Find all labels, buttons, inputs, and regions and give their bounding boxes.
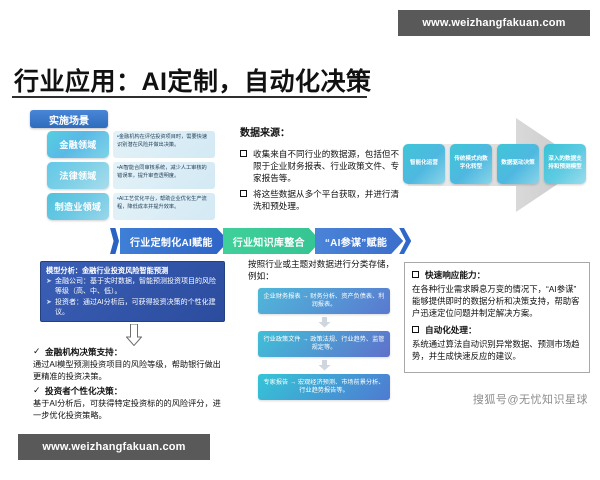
domain-desc-manufacturing-text: AI工艺优化平台，帮助企业优化生产流程，降低成本并提升效率。 bbox=[117, 196, 207, 210]
page-title: 行业应用：AI定制，自动化决策 bbox=[14, 68, 372, 96]
capability-head: 快速响应能力： bbox=[412, 269, 582, 281]
chevron-step-3: “AI参谋”赋能 bbox=[315, 228, 403, 254]
datasource-title: 数据来源： bbox=[240, 128, 290, 139]
capability-text: 在各种行业需求瞬息万变的情况下，“AI参谋”能够提供即时的数据分析和决策支持，帮… bbox=[412, 284, 580, 319]
transform-box-2-label: 传统模式向数字化转型 bbox=[454, 156, 488, 170]
transform-box-1: 智能化运营 bbox=[403, 144, 445, 184]
capability-text: 系统通过算法自动识别异常数据、预测市场趋势，并生成快速反应的建议。 bbox=[412, 338, 580, 361]
datasource-item: 将这些数据从多个平台获取，并进行清洗和预处理。 bbox=[240, 188, 400, 212]
checklist-item-body: 基于AI分析后，可获得特定投资标的的风险评分，进一步优化投资策略。 bbox=[33, 399, 221, 420]
classification-box-2-label: 行业政策文件 → 政策法规、行业趋势、监管规定等。 bbox=[263, 335, 385, 352]
model-analysis-item-text: 金融公司：基于实时数据，智能预测投资项目的风险等级（高、中、低）。 bbox=[55, 278, 216, 296]
checklist-item-head: ✓ 投资者个性化决策： bbox=[33, 385, 229, 397]
transformation-arrow-zone: 智能化运营 传统模式向数字化转型 数据驱动决策 深入的数据支持和预测模型 bbox=[398, 116, 594, 214]
domain-chip-finance: 金融领域 bbox=[47, 131, 109, 158]
watermark-top: www.weizhangfakuan.com bbox=[398, 10, 590, 36]
domain-row-manufacturing: 制造业领域 •AI工艺优化平台，帮助企业优化生产流程，降低成本并提升效率。 bbox=[47, 193, 215, 220]
domain-desc-legal: •AI智能合同审核系统，减少人工审核的错误率，提升审查透明度。 bbox=[113, 162, 215, 189]
domain-desc-finance: •金融机构在评估投资项目时，需要快速识别潜在风险并做出决策。 bbox=[113, 131, 215, 158]
model-analysis-item: ➤ 投资者：通过AI分析后，可获得投资决策的个性化建议。 bbox=[46, 298, 219, 317]
domain-desc-manufacturing: •AI工艺优化平台，帮助企业优化生产流程，降低成本并提升效率。 bbox=[113, 193, 215, 220]
arrow-down-small-icon bbox=[318, 360, 330, 371]
domain-bullet-icon: • bbox=[117, 134, 119, 140]
chevron-step-1: 行业定制化AI赋能 bbox=[120, 228, 229, 254]
checklist-block: ✓ 金融机构决策支持： 通过AI模型预测投资项目的风险等级，帮助银行做出更精准的… bbox=[33, 343, 229, 422]
classification-box-1-label: 企业财务报表 → 财务分析、资产负债表、利润报表。 bbox=[263, 292, 385, 309]
domain-chip-manufacturing-label: 制造业领域 bbox=[54, 202, 102, 212]
domain-chip-legal-label: 法律领域 bbox=[59, 171, 97, 181]
domain-chip-finance-label: 金融领域 bbox=[59, 140, 97, 150]
arrow-bullet-icon: ➤ bbox=[46, 299, 52, 307]
domain-list: 金融领域 •金融机构在评估投资项目时，需要快速识别潜在风险并做出决策。 法律领域… bbox=[47, 131, 215, 224]
chevron-step-1-label: 行业定制化AI赋能 bbox=[130, 237, 213, 249]
capability-title: 快速响应能力： bbox=[425, 270, 486, 280]
domain-row-finance: 金融领域 •金融机构在评估投资项目时，需要快速识别潜在风险并做出决策。 bbox=[47, 131, 215, 158]
domain-desc-finance-text: 金融机构在评估投资项目时，需要快速识别潜在风险并做出决策。 bbox=[117, 134, 208, 148]
transform-box-2: 传统模式向数字化转型 bbox=[450, 144, 492, 184]
domain-chip-legal: 法律领域 bbox=[47, 162, 109, 189]
classification-box-3-label: 专家报告 → 宏观经济预测、市场前景分析、行业趋势报告等。 bbox=[263, 378, 385, 395]
model-analysis-item-text: 投资者：通过AI分析后，可获得投资决策的个性化建议。 bbox=[55, 299, 216, 316]
check-icon: ✓ bbox=[33, 346, 41, 356]
chevron-step-3-label: “AI参谋”赋能 bbox=[324, 237, 388, 249]
watermark-bottom: www.weizhangfakuan.com bbox=[18, 434, 210, 460]
checkbox-square-icon bbox=[412, 325, 419, 333]
checklist-item-body: 通过AI模型预测投资项目的风险等级，帮助银行做出更精准的投资决策。 bbox=[33, 360, 221, 381]
checkbox-square-icon bbox=[240, 150, 247, 157]
title-underline bbox=[12, 96, 367, 98]
checklist-item-title: 金融机构决策支持： bbox=[45, 347, 123, 357]
arrow-bullet-icon: ➤ bbox=[46, 278, 52, 286]
watermark-bottom-text: www.weizhangfakuan.com bbox=[42, 441, 186, 453]
checkbox-square-icon bbox=[412, 271, 419, 278]
domain-chip-manufacturing: 制造业领域 bbox=[47, 193, 109, 220]
model-analysis-box: 模型分析：金融行业投资风险智能预测 ➤ 金融公司：基于实时数据，智能预测投资项目… bbox=[40, 261, 225, 323]
scenario-tag: 实施场景 bbox=[30, 110, 108, 128]
capability-title: 自动化处理： bbox=[425, 324, 477, 335]
transform-box-4-label: 深入的数据支持和预测模型 bbox=[548, 156, 582, 170]
chevron-step-2-label: 行业知识库整合 bbox=[232, 237, 305, 249]
domain-bullet-icon: • bbox=[117, 196, 119, 202]
arrow-down-small-icon bbox=[318, 317, 330, 328]
watermark-top-text: www.weizhangfakuan.com bbox=[422, 17, 566, 29]
checklist-item-title: 投资者个性化决策： bbox=[45, 386, 123, 397]
datasource-item-text: 收集来自不同行业的数据源，包括但不限于企业财务报表、行业政策文件、专家报告等。 bbox=[253, 149, 400, 184]
classification-title: 按照行业或主题对数据进行分类存储，例如： bbox=[248, 259, 395, 282]
datasource-block: 数据来源： 收集来自不同行业的数据源，包括但不限于企业财务报表、行业政策文件、专… bbox=[240, 124, 400, 215]
transform-box-3: 数据驱动决策 bbox=[497, 144, 539, 184]
capability-box: 快速响应能力： 在各种行业需求瞬息万变的情况下，“AI参谋”能够提供即时的数据分… bbox=[404, 262, 590, 373]
sohu-credit: 搜狐号@无忧知识星球 bbox=[472, 394, 588, 406]
domain-bullet-icon: • bbox=[117, 165, 119, 171]
transform-box-4: 深入的数据支持和预测模型 bbox=[544, 144, 586, 184]
domain-row-legal: 法律领域 •AI智能合同审核系统，减少人工审核的错误率，提升审查透明度。 bbox=[47, 162, 215, 189]
model-analysis-title: 模型分析：金融行业投资风险智能预测 bbox=[46, 266, 169, 275]
chevron-lead-icon bbox=[110, 228, 119, 254]
classification-chain: 企业财务报表 → 财务分析、资产负债表、利润报表。 行业政策文件 → 政策法规、… bbox=[248, 288, 400, 401]
classification-box-1: 企业财务报表 → 财务分析、资产负债表、利润报表。 bbox=[258, 288, 390, 315]
transform-box-3-label: 数据驱动决策 bbox=[501, 160, 535, 167]
capability-head: 自动化处理： bbox=[412, 324, 582, 336]
transform-box-list: 智能化运营 传统模式向数字化转型 数据驱动决策 深入的数据支持和预测模型 bbox=[403, 144, 586, 184]
transform-box-1-label: 智能化运营 bbox=[410, 160, 438, 167]
check-icon: ✓ bbox=[33, 385, 41, 396]
checkbox-square-icon bbox=[240, 189, 247, 197]
datasource-item-text: 将这些数据从多个平台获取，并进行清洗和预处理。 bbox=[253, 188, 400, 211]
domain-desc-legal-text: AI智能合同审核系统，减少人工审核的错误率，提升审查透明度。 bbox=[117, 165, 207, 179]
datasource-item: 收集来自不同行业的数据源，包括但不限于企业财务报表、行业政策文件、专家报告等。 bbox=[240, 148, 400, 185]
arrow-down-icon bbox=[126, 324, 142, 346]
classification-block: 按照行业或主题对数据进行分类存储，例如： 企业财务报表 → 财务分析、资产负债表… bbox=[248, 258, 400, 401]
model-analysis-item: ➤ 金融公司：基于实时数据，智能预测投资项目的风险等级（高、中、低）。 bbox=[46, 277, 219, 296]
classification-box-3: 专家报告 → 宏观经济预测、市场前景分析、行业趋势报告等。 bbox=[258, 374, 390, 401]
chevron-step-2: 行业知识库整合 bbox=[223, 228, 321, 254]
classification-box-2: 行业政策文件 → 政策法规、行业趋势、监管规定等。 bbox=[258, 331, 390, 358]
checklist-item-head: ✓ 金融机构决策支持： bbox=[33, 346, 229, 358]
scenario-tag-label: 实施场景 bbox=[49, 115, 89, 127]
process-chevron-bar: 行业定制化AI赋能 行业知识库整合 “AI参谋”赋能 bbox=[110, 228, 412, 254]
